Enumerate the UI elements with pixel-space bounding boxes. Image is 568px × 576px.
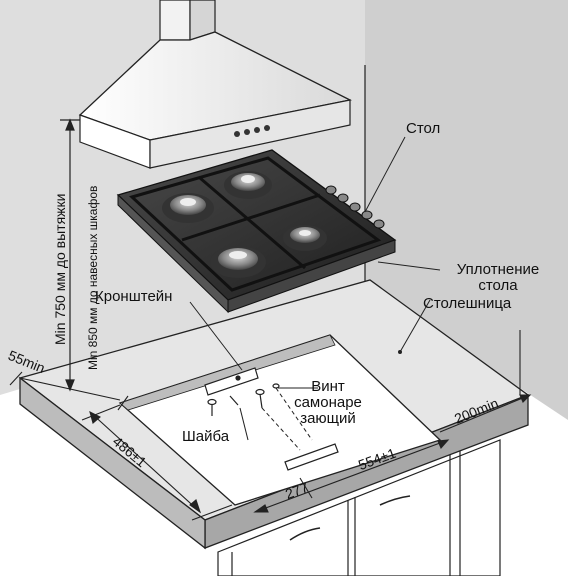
label-bracket: Кронштейн <box>95 288 173 305</box>
burner <box>224 171 272 199</box>
dim-hood-min: Min 750 мм до вытяжки <box>52 193 68 345</box>
width-dimension <box>253 439 450 513</box>
hood-knob <box>244 129 250 135</box>
label-screw: Винт самонаре зающий <box>288 379 368 427</box>
label-washer: Шайба <box>182 428 230 445</box>
label-seal-line2: стола <box>478 277 518 294</box>
hood-knob <box>264 125 270 131</box>
alignment-lines <box>261 387 313 451</box>
burner <box>162 193 214 223</box>
left-edge-dimension <box>9 371 129 411</box>
gas-hob <box>116 149 397 314</box>
depth-dimension <box>81 404 233 521</box>
burner <box>210 246 266 278</box>
label-screw-line3: зающий <box>300 410 356 427</box>
label-screw-line2: самонаре <box>294 394 362 411</box>
right-edge-dimension <box>439 330 532 433</box>
height-dimension <box>60 118 80 392</box>
leader-lines <box>189 136 441 441</box>
label-table: Стол <box>406 120 441 137</box>
hood-knob <box>234 131 240 137</box>
bracket <box>204 367 339 471</box>
pan-support-grates <box>129 156 382 292</box>
label-countertop: Столешница <box>423 295 512 312</box>
countertop <box>18 279 530 550</box>
hood-knob <box>254 127 260 133</box>
label-seal: Уплотнение стола <box>438 262 558 294</box>
label-screw-line1: Винт <box>311 378 345 395</box>
burner <box>283 225 327 251</box>
label-seal-line1: Уплотнение <box>456 261 540 278</box>
screw <box>255 383 280 409</box>
control-knobs <box>325 185 385 229</box>
range-hood <box>78 0 352 169</box>
dim-cabinet-min: Min 850 мм до навесных шкафов <box>86 185 100 370</box>
washer <box>207 395 239 416</box>
lower-cabinets <box>217 439 501 576</box>
